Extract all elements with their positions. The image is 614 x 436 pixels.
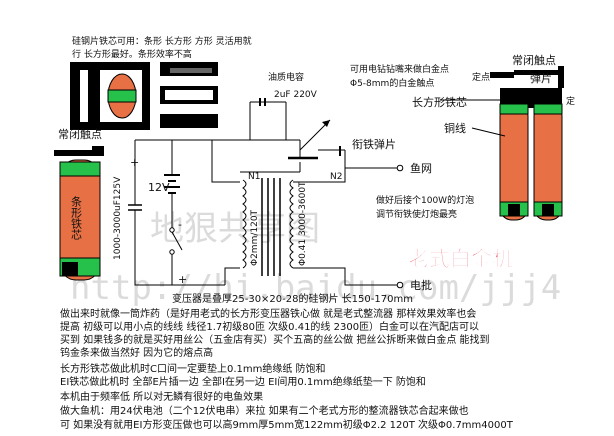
note-line-3: 买到 如果钱多的就是买好用丝公（五金店有买）买个五高的丝公做 把丝公拆断来做白金…	[60, 333, 490, 346]
watermark-url: http://hi.baidu.com/jjj4	[70, 268, 561, 308]
ground-plus-label: +	[178, 273, 187, 286]
circuit-wires	[128, 98, 404, 289]
switch-icon	[169, 227, 175, 233]
main-title: 老式白金机	[408, 247, 513, 271]
bulb-note-1: 做好后接个100W的灯泡	[376, 194, 474, 206]
note-line-4: 钨金条来做当然好 因为它的熔点高	[60, 346, 213, 359]
right-fixed-point-icon	[490, 72, 514, 78]
notes-block: 变压器是叠厚25-30×20-28的硅钢片 长150-170mm 做出来时就像一…	[60, 292, 514, 431]
left-bar-core-coil-icon	[54, 146, 104, 281]
right-fixed-point-label: 定点	[472, 71, 490, 83]
battery-minus-label: -	[178, 218, 182, 231]
bar-core-icon	[160, 114, 218, 128]
rect-core-label: 长方形铁芯	[412, 95, 467, 109]
n1-spec-label: Φ2mm/120T	[250, 209, 260, 266]
note-line-1: 做出来时就像一筒炸药（是好用老式的长方形变压器铁心做 就是老式整流器 那样效果效…	[60, 307, 476, 320]
right-spring-icon	[514, 70, 564, 75]
note-line-8: 做大鱼机：用24伏电池（二个12伏电串）来拉 如果有二个老式方形的整流器铁芯合起…	[60, 404, 469, 417]
note-line-0: 变压器是叠厚25-30×20-28的硅钢片 长150-170mm	[172, 292, 413, 305]
right-rect-core-coil-icon	[440, 66, 564, 221]
note-line-9: 可 如果没有就用EI方形变压做也可以高9mm厚5mm宽122mm初级Φ2.2 1…	[60, 418, 514, 431]
core-usable-note-1: 硅钢片铁芯可用：条形 长方形 方形 灵活用就	[72, 35, 252, 47]
oil-capacitor-label: 油质电容	[268, 71, 304, 83]
fishnet-terminal-icon	[396, 164, 404, 172]
left-capacitor-label: 1000-3000uF125V	[113, 176, 123, 260]
transformer-icon	[242, 178, 294, 276]
battery-plus-label: +	[130, 156, 139, 169]
oil-capacitor-value: 2uF 220V	[274, 90, 318, 100]
note-line-7: 本机由于频率低 所以对无鳞有很好的电鱼效果	[60, 390, 263, 403]
note-line-2: 提高 初级可以用小点的线线 线径1.7初级80匝 次级0.41的线 2300匝）…	[60, 320, 479, 333]
n2-label: N2	[330, 172, 342, 182]
left-contact-spring-icon	[54, 150, 104, 156]
armature-spring-label: 衔铁弹片	[352, 137, 396, 151]
copper-wire-label: 铜线	[444, 121, 466, 135]
drill-contact-note-2: Φ5-8mm的白金触点	[350, 77, 434, 89]
battery-clip-terminal-icon	[396, 281, 404, 289]
fishnet-label: 鱼网	[410, 161, 432, 175]
right-fixed-label: 定	[566, 95, 575, 107]
n2-spec-label: Φ0.41 3000-3600T	[298, 181, 308, 266]
core-usable-note-2: 行 长方形最好。条形效率不高	[72, 48, 192, 60]
note-line-5: 长方形铁芯做此机时C口间一定要垫上0.1mm绝缘纸 防饱和	[60, 362, 326, 375]
drill-contact-note-1: 可用电钻钻嘴来做白金点	[350, 63, 449, 75]
battery-voltage-label: 12V	[148, 181, 170, 194]
battery-clip-label: 电批	[410, 278, 432, 292]
right-nc-contact-label: 常闭触点	[512, 53, 556, 67]
bar-core-label: 条形铁芯	[70, 195, 83, 240]
bulb-note-2: 调节衔铁使灯炮最亮	[376, 208, 457, 220]
right-spring-label: 弹片	[530, 71, 552, 85]
n1-label: N1	[248, 172, 260, 182]
core-shapes-icon	[70, 62, 218, 130]
note-line-6: EI铁芯做此机时 全部E片插一边 全部I在另一边 EI间用0.1mm绝缘纸垫一下…	[60, 375, 426, 388]
left-nc-contact-label: 常闭触点	[58, 127, 102, 141]
watermark-faint-text: 地狠共享图	[150, 209, 320, 249]
